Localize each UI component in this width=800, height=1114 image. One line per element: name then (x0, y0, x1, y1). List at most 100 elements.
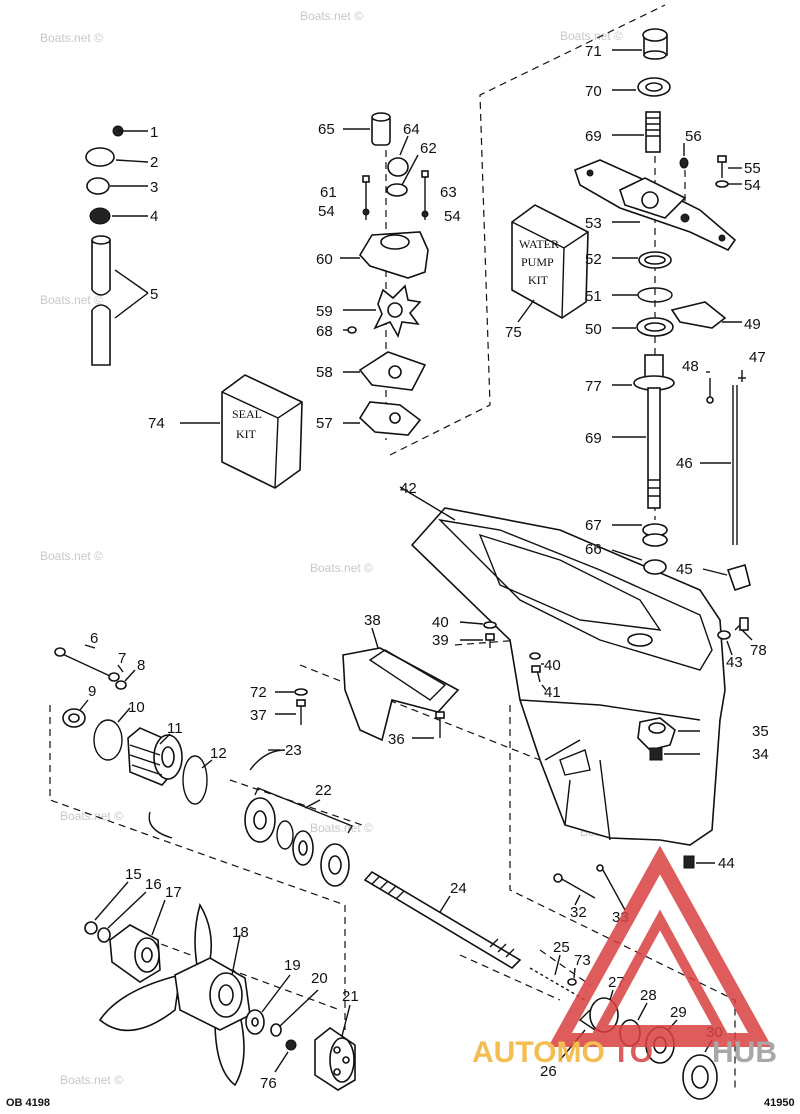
watermark: Boats.net © (300, 9, 363, 23)
watermark: Boats.net © (40, 31, 103, 45)
part-label: 47 (749, 349, 766, 366)
part-label: 29 (670, 1004, 687, 1021)
part-label: 67 (585, 517, 602, 534)
part-label: 62 (420, 140, 437, 157)
part-label: 35 (752, 723, 769, 740)
part-label: 26 (540, 1063, 557, 1080)
o-ring-part (93, 719, 123, 761)
part-label: 4 (150, 208, 158, 225)
water-tube-part (91, 240, 111, 366)
watermark: Boats.net © (560, 29, 623, 43)
part-label: 34 (752, 746, 769, 763)
part-label: 38 (364, 612, 381, 629)
seal-part (387, 157, 409, 177)
logo-text-to: TO (612, 1036, 653, 1069)
shift-linkage (459, 563, 753, 869)
part-label: 40 (544, 657, 561, 674)
seal-kit-line-2: KIT (236, 427, 257, 441)
part-label: 57 (316, 415, 333, 432)
part-label: 44 (718, 855, 735, 872)
watermark: Boats.net © (40, 293, 103, 307)
part-label: 50 (585, 321, 602, 338)
liner-part (386, 183, 408, 197)
watermark: Boats.net © (310, 561, 373, 575)
part-label: 43 (726, 654, 743, 671)
part-label: 9 (88, 683, 96, 700)
part-label: 7 (118, 650, 126, 667)
pump-housing-part (359, 231, 429, 279)
water-screen-part (637, 717, 676, 751)
clamp-part (85, 147, 115, 167)
propeller-assembly (84, 881, 356, 1091)
part-label: 77 (585, 378, 602, 395)
part-label: 3 (150, 179, 158, 196)
part-label: 73 (574, 952, 591, 969)
part-label: 68 (316, 323, 333, 340)
part-label: 56 (685, 128, 702, 145)
part-label: 16 (145, 876, 162, 893)
gearcase-housing (399, 486, 726, 846)
part-label: 61 (320, 184, 337, 201)
part-label: 10 (128, 699, 145, 716)
part-label: 76 (260, 1075, 277, 1092)
part-labels: 1 2 3 4 5 6 7 8 9 10 11 12 15 16 17 18 1… (88, 43, 769, 1092)
part-label: 20 (311, 970, 328, 987)
water-pump-assembly (340, 112, 429, 436)
part-label: 36 (388, 731, 405, 748)
part-label: 19 (284, 957, 301, 974)
part-label: 54 (318, 203, 335, 220)
part-label: 59 (316, 303, 333, 320)
logo-text-hub: HUB (712, 1036, 777, 1069)
part-label: 63 (440, 184, 457, 201)
part-label: 60 (316, 251, 333, 268)
part-label: 18 (232, 924, 249, 941)
automotohub-logo: AUTOMO TO HUB (472, 845, 777, 1069)
water-inlet (637, 717, 700, 761)
part-label: 70 (585, 83, 602, 100)
part-label: 69 (585, 128, 602, 145)
part-label: 22 (315, 782, 332, 799)
part-label: 69 (585, 430, 602, 447)
part-label: 58 (316, 364, 333, 381)
part-label: 74 (148, 415, 165, 432)
part-label: 21 (342, 988, 359, 1005)
part-label: 53 (585, 215, 602, 232)
pump-kit-line-1: WATER (519, 237, 559, 251)
logo-text-automo: AUTOMO (472, 1036, 605, 1069)
part-label: 55 (744, 160, 761, 177)
propeller-blade (214, 1014, 245, 1087)
part-label: 42 (400, 480, 417, 497)
gasket-part (670, 301, 727, 329)
part-label: 24 (450, 880, 467, 897)
trim-tab-part (342, 647, 460, 742)
grommet-part (89, 207, 111, 225)
part-label: 39 (432, 632, 449, 649)
part-label: 11 (167, 720, 183, 737)
propeller-shaft-part (363, 870, 522, 970)
watermark: Boats.net © (60, 809, 123, 823)
part-label: 65 (318, 121, 335, 138)
part-label: 37 (250, 707, 267, 724)
driveshaft-assembly (574, 28, 742, 509)
part-label: 72 (250, 684, 267, 701)
part-label: 6 (90, 630, 98, 647)
bearing-carrier-assembly (54, 644, 354, 887)
shift-lever-part (726, 563, 751, 592)
part-label: 1 (150, 124, 158, 141)
o-ring-part (182, 755, 208, 805)
driveshaft-upper-part (645, 111, 661, 153)
part-label: 23 (285, 742, 302, 759)
part-label: 49 (744, 316, 761, 333)
part-label: 52 (585, 251, 602, 268)
part-label: 54 (744, 177, 761, 194)
bearing-part (643, 559, 667, 575)
watermark: Boats.net © (40, 549, 103, 563)
cover-part (649, 747, 663, 761)
pump-kit-line-3: KIT (528, 273, 549, 287)
part-label: 8 (137, 657, 145, 674)
part-label: 48 (682, 358, 699, 375)
gearcase-part (410, 507, 726, 846)
part-label: 54 (444, 208, 461, 225)
propeller-blade (98, 973, 181, 1032)
